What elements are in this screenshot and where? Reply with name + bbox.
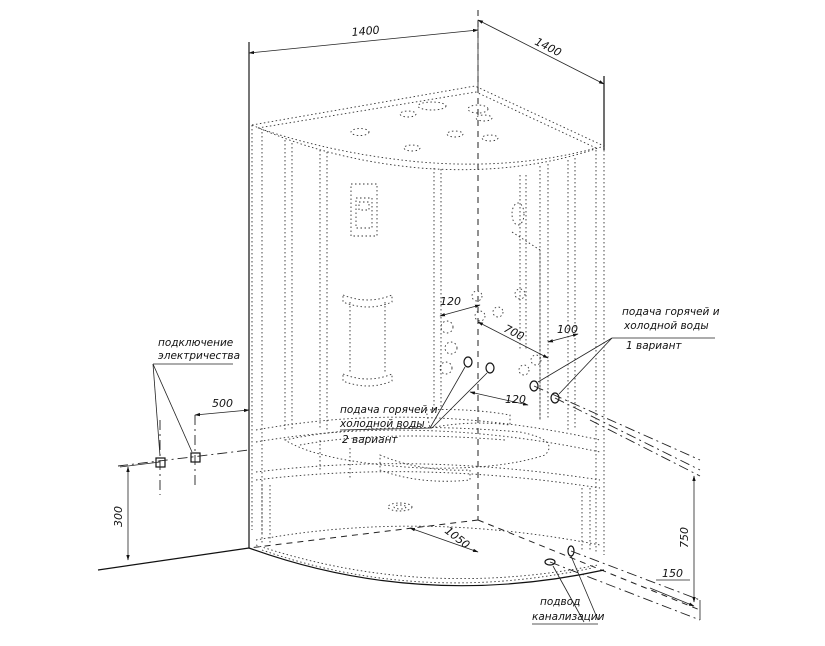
wall-jets [439, 288, 542, 376]
bathtub [255, 409, 601, 552]
dim-elec-height: 300 [112, 506, 125, 527]
label-drain-line2: канализации [532, 611, 605, 623]
dim-pipe-spacing-b: 120 [505, 393, 526, 406]
water-inlet-variant2: подача горячей и холодной воды 2 вариант… [339, 295, 549, 446]
dim-width-left: 1400 [351, 24, 380, 39]
label-water-v1-line1: подача горячей и [622, 306, 720, 318]
dim-drain-offset: 150 [662, 567, 683, 580]
top-dimensions: 1400 1400 [248, 19, 605, 120]
pipe-cold-icon [485, 362, 495, 374]
drain-icon [544, 558, 556, 566]
control-panel [350, 183, 378, 237]
drain-connection: 1050 подвод канализации [409, 524, 701, 625]
dim-tray-height: 750 [678, 527, 691, 548]
label-water-v2-line2: холодной воды [339, 418, 425, 430]
pipe-cold-icon [550, 392, 560, 404]
shelves [342, 294, 393, 387]
pipe-hot-icon [529, 380, 539, 392]
label-electricity-line2: электричества [158, 350, 240, 362]
room-outline [97, 10, 701, 611]
electricity-connection: 500 подключение электричества 300 [112, 337, 250, 561]
socket-icon [190, 452, 201, 463]
label-electricity-line1: подключение [158, 337, 233, 349]
dim-pipe-spacing-a: 120 [440, 295, 461, 308]
label-water-v1-line2: холодной воды [623, 320, 709, 332]
label-water-v1-line3: 1 вариант [626, 340, 682, 352]
label-drain-line1: подвод [540, 596, 580, 608]
pipe-hot-icon [463, 356, 473, 368]
base-skirt [248, 544, 605, 587]
cabin-panels [251, 125, 605, 555]
right-dimensions: 750 150 [589, 419, 701, 620]
cabin-roof [250, 85, 606, 171]
shower-head [511, 175, 541, 420]
label-water-v2-line3: 2 вариант [342, 434, 398, 446]
dim-pipe-offset: 100 [557, 323, 578, 336]
label-water-v2-line1: подача горячей и [340, 404, 438, 416]
water-inlet-variant1: подача горячей и холодной воды 1 вариант… [529, 306, 720, 471]
dim-elec-offset: 500 [212, 397, 233, 410]
